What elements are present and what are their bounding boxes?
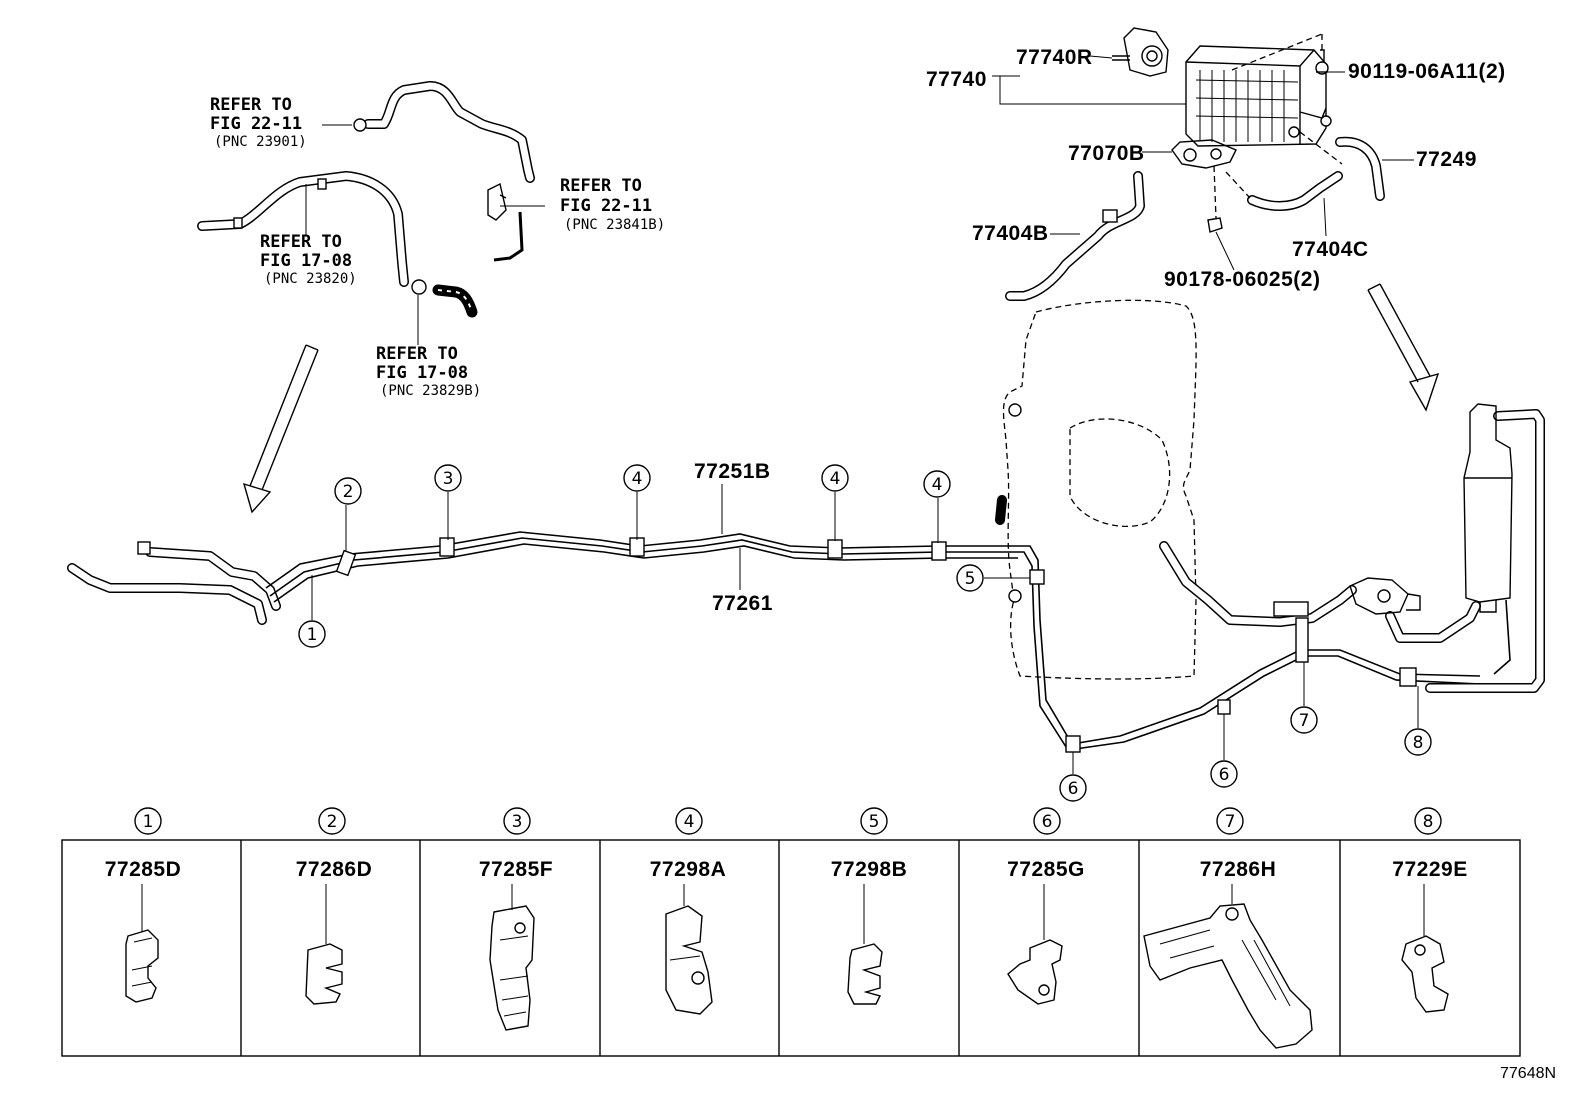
valve-77070b [1171,139,1237,169]
callout-7: 7 [1290,706,1318,734]
ref-pnc: (PNC 23901) [214,134,307,150]
clamp-part-label: 77298A [650,858,727,881]
clamp-part-label: 77229E [1392,858,1467,881]
callout-6b: 6 [1210,760,1238,788]
ref-text: FIG 17-08 [376,363,468,383]
clamp-col-8: 8 77229E [1392,807,1467,1013]
clamp-part-label: 77286D [296,858,373,881]
clamp-part-label: 77285D [105,858,182,881]
ref-pnc: (PNC 23841B) [564,217,665,233]
clamp-col-6: 6 77285G [1007,807,1085,1005]
svg-text:8: 8 [1423,812,1434,832]
ref-bracket-23841b [487,182,524,262]
ref-text: REFER TO [560,176,642,196]
part-label-90178: 90178-06025(2) [1164,268,1320,291]
clamp-table [61,839,1521,1057]
clamp-part-label: 77286H [1200,858,1277,881]
callout-5: 5 [956,564,984,592]
callout-3: 3 [434,464,462,492]
clamp-part-label: 77298B [831,858,908,881]
clamp-col-3: 3 77285F [479,807,553,1031]
svg-text:3: 3 [443,469,454,489]
part-label-77070b: 77070B [1068,142,1145,165]
svg-text:4: 4 [830,469,841,489]
ref-pipe-23820 [197,171,409,287]
ref-23820: REFER TO FIG 17-08 (PNC 23820) [260,232,357,287]
svg-text:6: 6 [1068,779,1079,799]
svg-text:2: 2 [327,812,338,832]
callout-2: 2 [334,477,362,505]
svg-text:4: 4 [632,469,643,489]
svg-text:4: 4 [932,475,943,495]
part-label-77249: 77249 [1416,148,1477,171]
ref-23829b: REFER TO FIG 17-08 (PNC 23829B) [376,344,481,399]
vsv-valve-77740r [1112,27,1169,77]
ref-text: FIG 17-08 [260,251,352,271]
charcoal-canister [1185,45,1332,147]
figure-id: 77648N [1500,1065,1556,1082]
svg-text:1: 1 [143,812,154,832]
svg-text:6: 6 [1042,812,1053,832]
clamp-part-label: 77285G [1007,858,1085,881]
ref-pipe-23901 [353,81,535,183]
svg-text:3: 3 [512,812,523,832]
svg-text:6: 6 [1219,765,1230,785]
clamp-markers [335,537,1417,753]
ref-pnc: (PNC 23829B) [380,383,481,399]
ref-hose-23829b [411,279,478,318]
fuel-tank-outline [1002,299,1197,680]
clamp-col-2: 2 77286D [296,807,373,1005]
callout-4c: 4 [923,470,951,498]
callout-8: 8 [1404,728,1432,756]
ref-text: REFER TO [210,95,292,115]
part-label-77261: 77261 [712,592,773,615]
ref-text: REFER TO [376,344,458,364]
part-label-77251b: 77251B [694,460,771,483]
ref-pnc: (PNC 23820) [264,271,357,287]
clamp-col-1: 1 77285D [105,807,182,1003]
pipe-77404b [1005,171,1145,301]
svg-text:5: 5 [965,569,976,589]
ref-text: REFER TO [260,232,342,252]
callout-4b: 4 [821,464,849,492]
ref-text: FIG 22-11 [560,196,652,216]
part-label-90119: 90119-06A11(2) [1348,60,1506,83]
main-fuel-lines-77251b-77261 [67,409,1545,751]
callout-1: 1 [298,620,326,648]
clamp-part-label: 77285F [479,858,553,881]
clamp-col-4: 4 77298A [650,807,727,1015]
part-label-77404b: 77404B [972,222,1049,245]
ref-text: FIG 22-11 [210,114,302,134]
charcoal-canister-installed [1463,403,1513,613]
bolt-90119 [1315,49,1329,75]
pipe-77404c [1247,171,1343,211]
svg-text:2: 2 [343,482,354,502]
clamp-col-5: 5 77298B [831,807,908,1005]
svg-text:5: 5 [869,812,880,832]
ref-23841b: REFER TO FIG 22-11 (PNC 23841B) [560,176,665,233]
vsv-installed [1349,577,1421,615]
arrow-down-left-icon [242,344,319,514]
svg-text:8: 8 [1413,733,1424,753]
clamp-col-7: 7 77286H [1143,807,1313,1049]
part-label-77740r: 77740R [1016,46,1093,69]
nut-90178 [1207,217,1223,233]
svg-text:4: 4 [684,812,695,832]
part-label-77740: 77740 [926,68,987,91]
ref-23901: REFER TO FIG 22-11 (PNC 23901) [210,95,307,150]
svg-text:7: 7 [1299,711,1310,731]
svg-text:7: 7 [1225,812,1236,832]
svg-text:1: 1 [307,625,318,645]
callout-4a: 4 [623,464,651,492]
hose-77249 [1335,136,1385,201]
arrow-down-right-icon [1367,283,1440,412]
callout-6a: 6 [1059,774,1087,802]
part-label-77404c: 77404C [1292,238,1369,261]
